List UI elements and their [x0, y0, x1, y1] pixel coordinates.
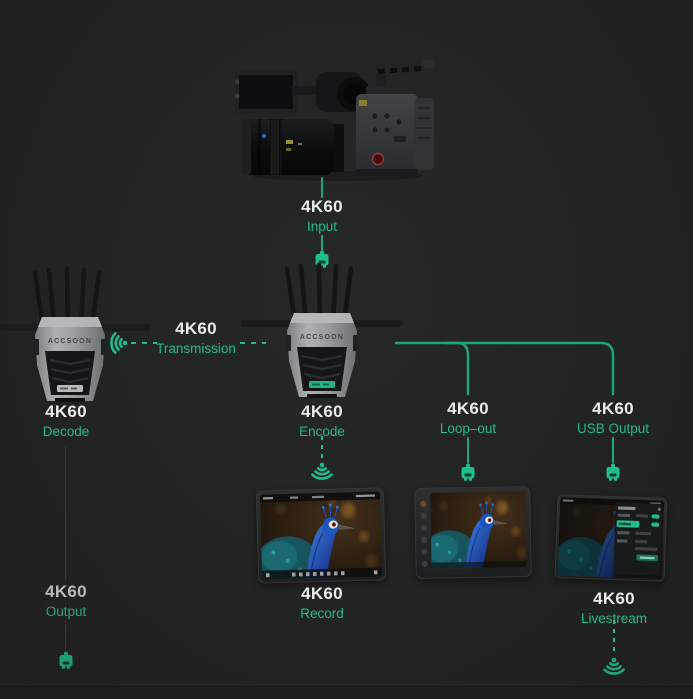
- label-record: 4K60 Record: [300, 584, 344, 622]
- line-decode-to-output: [65, 446, 66, 580]
- record-monitor-screen: [259, 491, 383, 580]
- label-record-text: Record: [300, 605, 344, 621]
- label-input: 4K60 Input: [301, 197, 343, 235]
- loop-out-monitor: [414, 485, 532, 580]
- label-transmission-value: 4K60: [175, 319, 217, 338]
- label-loop-out: 4K60 Loop–out: [440, 399, 496, 437]
- dashed-line-transmission-right: [240, 342, 266, 344]
- dashed-line-encode-record: [321, 436, 323, 462]
- label-livestream-value: 4K60: [593, 589, 635, 608]
- usb-connector-icon: [606, 464, 620, 481]
- label-input-value: 4K60: [301, 197, 343, 216]
- hdmi-connector-icon: [59, 652, 73, 669]
- label-output: 4K60 Output: [45, 582, 87, 620]
- label-transmission: 4K60 Transmission: [156, 319, 236, 357]
- decoder-device: ACCSOON: [0, 265, 155, 405]
- decoder-brand-text: ACCSOON: [48, 338, 92, 345]
- label-output-text: Output: [45, 603, 87, 619]
- label-encode: 4K60 Encode: [299, 402, 345, 440]
- label-livestream: 4K60 Livestream: [581, 589, 647, 627]
- label-loop-out-text: Loop–out: [439, 420, 497, 436]
- label-encode-value: 4K60: [301, 402, 343, 421]
- label-encode-text: Encode: [299, 423, 345, 439]
- label-record-value: 4K60: [301, 584, 343, 603]
- wifi-icon: [311, 461, 333, 480]
- monitor-side-buttons: [420, 500, 428, 567]
- line-camera-to-input: [320, 177, 323, 198]
- label-decode-value: 4K60: [45, 402, 87, 421]
- livestream-monitor-screen: [558, 497, 665, 579]
- dashed-line-livestream: [613, 620, 615, 656]
- line-output-to-connector: [65, 620, 66, 653]
- label-usb-output-value: 4K60: [592, 399, 634, 418]
- dashed-line-transmission-left: [131, 342, 157, 344]
- label-usb-output-text: USB Output: [576, 420, 650, 436]
- wifi-icon: [110, 332, 129, 354]
- label-decode-text: Decode: [42, 423, 90, 439]
- label-loop-out-value: 4K60: [447, 399, 489, 418]
- cinema-camera-illustration: [234, 59, 436, 181]
- bottom-band: [0, 686, 693, 699]
- label-output-value: 4K60: [45, 582, 87, 601]
- line-input-to-encoder: [320, 235, 323, 252]
- hdmi-connector-icon: [461, 464, 475, 481]
- encoder-device: ACCSOON: [237, 261, 407, 401]
- loop-out-monitor-screen: [430, 491, 526, 569]
- livestream-settings-panel: [613, 502, 663, 576]
- label-transmission-text: Transmission: [156, 340, 236, 356]
- line-usb-output-drop: [612, 437, 614, 464]
- livestream-monitor: [554, 494, 668, 582]
- wifi-icon: [603, 656, 625, 675]
- label-decode: 4K60 Decode: [43, 402, 90, 440]
- encoder-brand-text: ACCSOON: [300, 334, 344, 341]
- label-input-text: Input: [306, 218, 338, 234]
- record-monitor: [255, 487, 387, 584]
- label-usb-output: 4K60 USB Output: [577, 399, 649, 437]
- line-loop-out-drop: [467, 437, 469, 464]
- label-livestream-text: Livestream: [580, 610, 648, 626]
